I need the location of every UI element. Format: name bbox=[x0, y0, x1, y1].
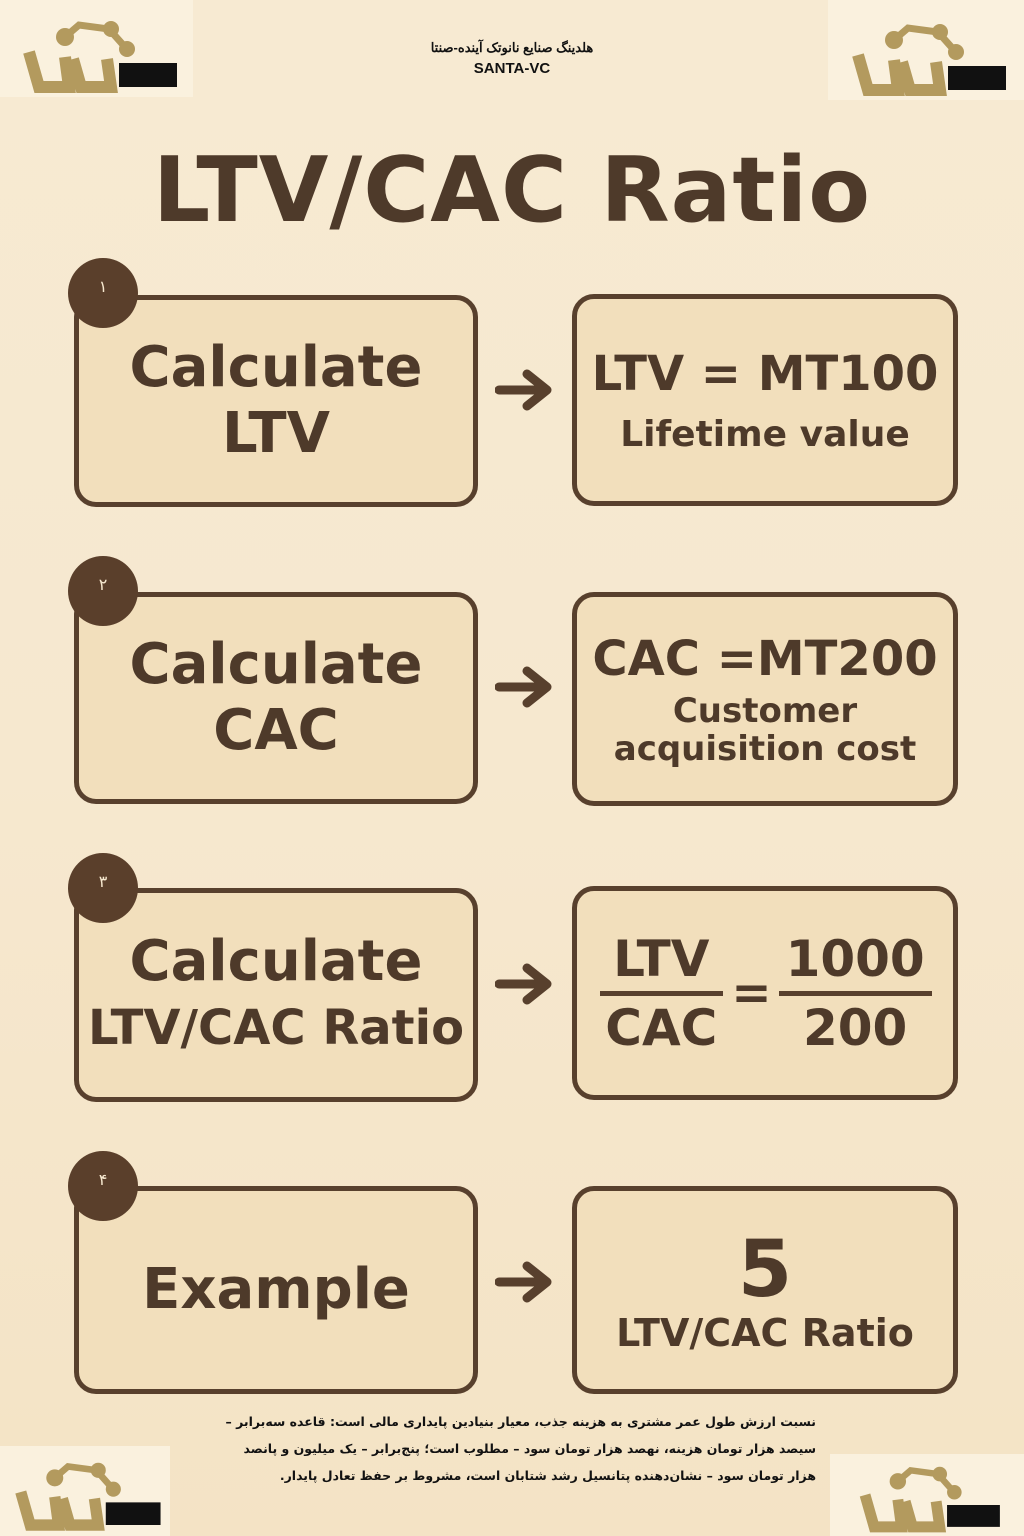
ratio-formula: LTV CAC = 1000 200 bbox=[599, 929, 932, 1058]
logo-top-right bbox=[828, 0, 1024, 100]
footer-description: نسبت ارزش طول عمر مشتری به هزینه جذب، مع… bbox=[225, 1414, 816, 1483]
step-3-label-line-2: LTV/CAC Ratio bbox=[87, 1000, 465, 1056]
ltv-value: LTV = MT100 bbox=[591, 346, 939, 402]
santa-logo-icon bbox=[22, 21, 177, 93]
step-3-box: Calculate LTV/CAC Ratio bbox=[74, 888, 478, 1102]
step-1-result-box: LTV = MT100 Lifetime value bbox=[572, 294, 958, 506]
fraction-bar bbox=[599, 990, 723, 996]
step-1-label-line-1: Calculate bbox=[129, 335, 423, 400]
header: هلدینگ صنایع نانوتک آینده-صنتا SANTA-VC bbox=[0, 40, 1024, 77]
equals-sign: = bbox=[731, 965, 772, 1021]
step-4-number-badge: ۴ bbox=[68, 1151, 138, 1221]
step-4-result-box: 5 LTV/CAC Ratio bbox=[572, 1186, 958, 1394]
step-3-result-box: LTV CAC = 1000 200 bbox=[572, 886, 958, 1100]
page-title: LTV/CAC Ratio bbox=[152, 138, 872, 243]
fraction-denominator: 200 bbox=[802, 998, 908, 1057]
ltv-cac-fraction: LTV CAC bbox=[599, 929, 723, 1058]
step-3-number-badge: ٣ bbox=[68, 853, 138, 923]
santa-logo-icon bbox=[852, 24, 1006, 96]
ratio-result-value: 5 bbox=[737, 1225, 793, 1315]
org-name-fa: هلدینگ صنایع نانوتک آینده-صنتا bbox=[430, 40, 594, 55]
arrow-right-icon bbox=[495, 369, 552, 411]
step-4-label: Example bbox=[142, 1257, 410, 1322]
arrow-right-icon bbox=[495, 963, 552, 1005]
santa-logo-icon bbox=[859, 1466, 1000, 1533]
value-fraction: 1000 200 bbox=[778, 929, 932, 1058]
logo-bottom-right bbox=[830, 1454, 1024, 1536]
cac-value: CAC =MT200 bbox=[592, 631, 938, 687]
arrow-right-icon bbox=[495, 666, 552, 708]
step-2-label-line-1: Calculate bbox=[129, 632, 423, 697]
step-1-number-badge: ١ bbox=[68, 258, 138, 328]
fraction-bar bbox=[778, 990, 932, 996]
logo-bottom-left bbox=[0, 1446, 170, 1536]
arrow-right-icon bbox=[495, 1261, 552, 1303]
ratio-result-label: LTV/CAC Ratio bbox=[616, 1311, 914, 1355]
step-1-box: Calculate LTV bbox=[74, 295, 478, 507]
step-2-label-line-2: CAC bbox=[213, 698, 339, 763]
fraction-denominator: CAC bbox=[605, 998, 718, 1057]
step-4-box: Example bbox=[74, 1186, 478, 1394]
santa-logo-icon bbox=[15, 1462, 161, 1531]
step-2-result-box: CAC =MT200 Customer acquisition cost bbox=[572, 592, 958, 806]
step-1-label-line-2: LTV bbox=[222, 401, 330, 466]
cac-description: Customer acquisition cost bbox=[613, 691, 917, 769]
step-2-number-badge: ٢ bbox=[68, 556, 138, 626]
org-name-en: SANTA-VC bbox=[473, 60, 551, 77]
fraction-numerator: LTV bbox=[613, 929, 710, 988]
step-3-label-line-1: Calculate bbox=[129, 929, 423, 994]
ltv-description: Lifetime value bbox=[620, 414, 910, 455]
fraction-numerator: 1000 bbox=[785, 929, 925, 988]
logo-top-left bbox=[0, 0, 193, 97]
step-2-box: Calculate CAC bbox=[74, 592, 478, 804]
